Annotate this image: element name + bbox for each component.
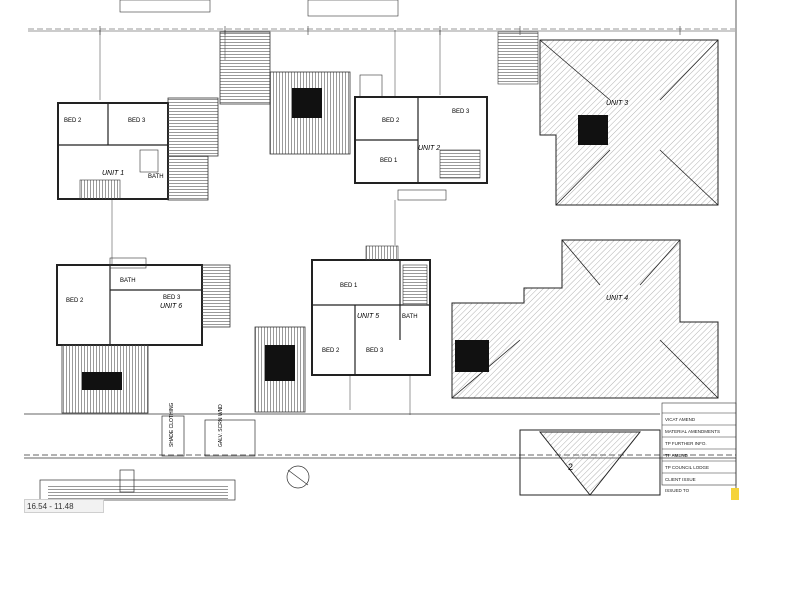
unit-1-bed-3-label: BED 3 <box>128 118 146 124</box>
shade-note: SHADE CLOTHING <box>169 402 175 447</box>
title-row-3: TP FURTHER INFO. <box>665 441 707 446</box>
title-row-4: TP AMEND <box>665 453 689 458</box>
unit-5-bed-3-label: BED 3 <box>366 348 384 354</box>
unit-5-bed-1-label: BED 1 <box>340 283 358 289</box>
unit-2-bed-1-label: BED 1 <box>380 158 398 164</box>
unit-6-bath-label: BATH <box>120 278 136 284</box>
title-row-2: MATERIAL AMENDMENTS <box>665 429 720 434</box>
lower-right-detail: 2 <box>519 429 661 496</box>
unit-1-label: UNIT 1 <box>102 170 124 177</box>
unit-5-bath-label: BATH <box>402 314 418 320</box>
unit-6-label: UNIT 6 <box>160 303 182 310</box>
title-row-7: ISSUED TO <box>665 488 690 493</box>
unit-6-bed-2-label: BED 2 <box>66 298 84 304</box>
unit-1-bath-label: BATH <box>148 174 164 180</box>
title-row-6: CLIENT ISSUE <box>665 477 696 482</box>
title-row-5: TP COUNCIL LODGE <box>665 465 709 470</box>
unit-3-roof: UNIT 3 <box>497 31 719 206</box>
unit-4-roof: UNIT 4 <box>451 239 719 399</box>
unit-6-bed-3-label: BED 3 <box>163 295 181 301</box>
title-block <box>661 402 737 486</box>
unit-5-label: UNIT 5 <box>357 313 379 320</box>
unit-6-plan: BED 2 BED 3 BATH UNIT 6 <box>56 257 231 414</box>
unit-3-label: UNIT 3 <box>606 100 628 107</box>
north-number: 2 <box>568 462 573 472</box>
unit-2-plan: BED 2 BED 1 BED 3 UNIT 2 <box>269 71 488 201</box>
unit-2-bed-3-label: BED 3 <box>452 109 470 115</box>
gate-note: GALV. SCRN WND <box>218 404 224 447</box>
unit-5-plan: BED 1 BED 2 BED 3 BATH UNIT 5 <box>254 245 431 413</box>
unit-4-label: UNIT 4 <box>606 295 628 302</box>
title-row-1: VICAT AMEND <box>665 417 696 422</box>
highlight-marker <box>731 488 739 500</box>
unit-2-bed-2-label: BED 2 <box>382 118 400 124</box>
unit-1-plan: BED 2 BED 3 BATH UNIT 1 <box>57 31 271 201</box>
unit-5-bed-2-label: BED 2 <box>322 348 340 354</box>
status-readout: 16.54 - 11.48 <box>24 499 104 513</box>
site-boundary <box>24 413 736 501</box>
top-dimension-line <box>28 0 735 35</box>
unit-2-label: UNIT 2 <box>418 145 440 152</box>
unit-1-bed-2-label: BED 2 <box>64 118 82 124</box>
